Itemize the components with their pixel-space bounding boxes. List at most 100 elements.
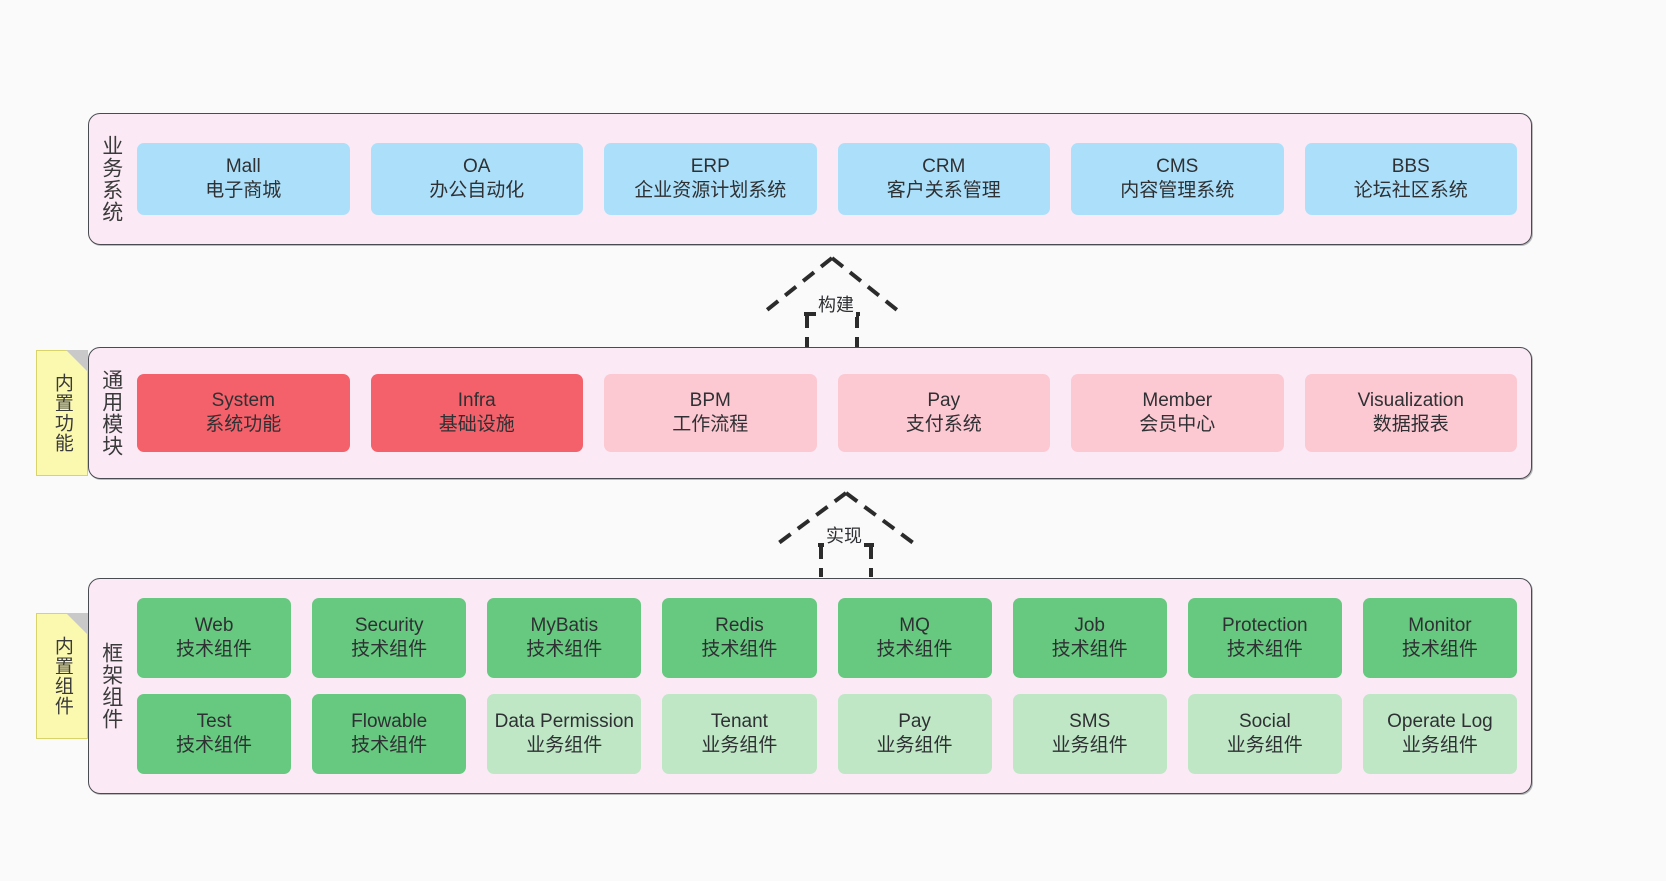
card-title: Test xyxy=(196,711,232,733)
card-mall[interactable]: Mall 电子商城 xyxy=(137,143,350,215)
card-title: Tenant xyxy=(710,711,768,733)
note-label: 内置功能 xyxy=(51,373,73,453)
card-mybatis[interactable]: MyBatis 技术组件 xyxy=(487,598,642,678)
card-subtitle: 数据报表 xyxy=(1372,414,1449,435)
card-tenant[interactable]: Tenant 业务组件 xyxy=(662,694,817,774)
card-member[interactable]: Member 会员中心 xyxy=(1071,374,1284,452)
layer-framework-component: 框架组件 Web 技术组件 Security 技术组件 MyBatis 技术组件… xyxy=(88,578,1532,794)
card-subtitle: 电子商城 xyxy=(205,180,282,201)
card-title: CRM xyxy=(922,156,966,178)
card-subtitle: 技术组件 xyxy=(351,639,428,660)
card-title: SMS xyxy=(1069,711,1111,733)
card-redis[interactable]: Redis 技术组件 xyxy=(662,598,817,678)
card-mq[interactable]: MQ 技术组件 xyxy=(837,598,992,678)
card-social[interactable]: Social 业务组件 xyxy=(1187,694,1342,774)
layer-title-framework-component: 框架组件 xyxy=(99,642,123,730)
card-row: Test 技术组件 Flowable 技术组件 Data Permission … xyxy=(137,694,1517,774)
card-web[interactable]: Web 技术组件 xyxy=(137,598,292,678)
card-subtitle: 客户关系管理 xyxy=(886,180,1001,201)
card-row: System 系统功能 Infra 基础设施 BPM 工作流程 Pay 支付系统… xyxy=(137,374,1517,452)
card-title: Pay xyxy=(898,711,931,733)
card-bpm[interactable]: BPM 工作流程 xyxy=(604,374,817,452)
card-subtitle: 业务组件 xyxy=(1051,735,1128,756)
card-subtitle: 业务组件 xyxy=(701,735,778,756)
card-title: Security xyxy=(354,615,424,637)
layer-body-framework-component: Web 技术组件 Security 技术组件 MyBatis 技术组件 Redi… xyxy=(133,579,1531,793)
card-subtitle: 基础设施 xyxy=(438,414,515,435)
card-title: BPM xyxy=(689,390,731,412)
card-flowable[interactable]: Flowable 技术组件 xyxy=(312,694,467,774)
card-title: Monitor xyxy=(1408,615,1472,637)
card-title: Visualization xyxy=(1357,390,1464,412)
card-subtitle: 技术组件 xyxy=(1401,639,1478,660)
card-cms[interactable]: CMS 内容管理系统 xyxy=(1071,143,1284,215)
card-data-permission[interactable]: Data Permission 业务组件 xyxy=(487,694,642,774)
card-title: ERP xyxy=(690,156,730,178)
note-builtin-components: 内置组件 xyxy=(36,613,88,739)
card-infra[interactable]: Infra 基础设施 xyxy=(370,374,583,452)
card-title: CMS xyxy=(1156,156,1199,178)
card-operate-log[interactable]: Operate Log 业务组件 xyxy=(1362,694,1517,774)
card-subtitle: 技术组件 xyxy=(876,639,953,660)
card-subtitle: 技术组件 xyxy=(1226,639,1303,660)
card-title: Data Permission xyxy=(494,711,634,733)
card-title: OA xyxy=(463,156,491,178)
card-subtitle: 办公自动化 xyxy=(429,180,525,201)
note-label: 内置组件 xyxy=(51,636,73,716)
card-title: Social xyxy=(1238,711,1291,733)
card-subtitle: 论坛社区系统 xyxy=(1353,180,1468,201)
card-system[interactable]: System 系统功能 xyxy=(137,374,350,452)
card-subtitle: 内容管理系统 xyxy=(1120,180,1235,201)
card-title: Operate Log xyxy=(1387,711,1493,733)
card-oa[interactable]: OA 办公自动化 xyxy=(370,143,583,215)
card-subtitle: 业务组件 xyxy=(526,735,603,756)
card-title: Redis xyxy=(715,615,764,637)
card-title: Web xyxy=(194,615,234,637)
note-builtin-features: 内置功能 xyxy=(36,350,88,476)
layer-title-business-system: 业务系统 xyxy=(99,135,123,223)
card-subtitle: 业务组件 xyxy=(1226,735,1303,756)
card-security[interactable]: Security 技术组件 xyxy=(312,598,467,678)
card-title: System xyxy=(211,390,275,412)
card-pay[interactable]: Pay 支付系统 xyxy=(837,374,1050,452)
card-row: Mall 电子商城 OA 办公自动化 ERP 企业资源计划系统 CRM 客户关系… xyxy=(137,143,1517,215)
layer-body-common-module: System 系统功能 Infra 基础设施 BPM 工作流程 Pay 支付系统… xyxy=(133,348,1531,478)
card-row: Web 技术组件 Security 技术组件 MyBatis 技术组件 Redi… xyxy=(137,598,1517,678)
card-subtitle: 技术组件 xyxy=(1051,639,1128,660)
card-subtitle: 会员中心 xyxy=(1139,414,1216,435)
card-title: Job xyxy=(1074,615,1105,637)
card-title: MyBatis xyxy=(530,615,599,637)
connector-implement-label: 实现 xyxy=(824,522,864,548)
card-crm[interactable]: CRM 客户关系管理 xyxy=(837,143,1050,215)
card-job[interactable]: Job 技术组件 xyxy=(1012,598,1167,678)
layer-common-module: 通用模块 System 系统功能 Infra 基础设施 BPM 工作流程 Pay… xyxy=(88,347,1532,479)
connector-build-label: 构建 xyxy=(816,291,856,317)
card-pay-business[interactable]: Pay 业务组件 xyxy=(837,694,992,774)
card-title: Member xyxy=(1142,390,1213,412)
card-protection[interactable]: Protection 技术组件 xyxy=(1187,598,1342,678)
card-title: Pay xyxy=(927,390,961,412)
card-visualization[interactable]: Visualization 数据报表 xyxy=(1304,374,1517,452)
card-subtitle: 业务组件 xyxy=(1401,735,1478,756)
card-subtitle: 技术组件 xyxy=(526,639,603,660)
card-subtitle: 企业资源计划系统 xyxy=(634,180,787,201)
layer-title-common-module: 通用模块 xyxy=(99,369,123,457)
card-subtitle: 系统功能 xyxy=(205,414,282,435)
card-title: Infra xyxy=(457,390,496,412)
card-title: Flowable xyxy=(351,711,428,733)
card-bbs[interactable]: BBS 论坛社区系统 xyxy=(1304,143,1517,215)
card-title: MQ xyxy=(899,615,930,637)
card-title: Protection xyxy=(1222,615,1308,637)
card-subtitle: 技术组件 xyxy=(351,735,428,756)
card-subtitle: 业务组件 xyxy=(876,735,953,756)
card-sms[interactable]: SMS 业务组件 xyxy=(1012,694,1167,774)
card-title: BBS xyxy=(1391,156,1430,178)
card-subtitle: 技术组件 xyxy=(176,735,253,756)
card-subtitle: 技术组件 xyxy=(176,639,253,660)
card-test[interactable]: Test 技术组件 xyxy=(137,694,292,774)
card-monitor[interactable]: Monitor 技术组件 xyxy=(1362,598,1517,678)
layer-body-business-system: Mall 电子商城 OA 办公自动化 ERP 企业资源计划系统 CRM 客户关系… xyxy=(133,114,1531,244)
layer-business-system: 业务系统 Mall 电子商城 OA 办公自动化 ERP 企业资源计划系统 CRM… xyxy=(88,113,1532,245)
card-erp[interactable]: ERP 企业资源计划系统 xyxy=(604,143,817,215)
